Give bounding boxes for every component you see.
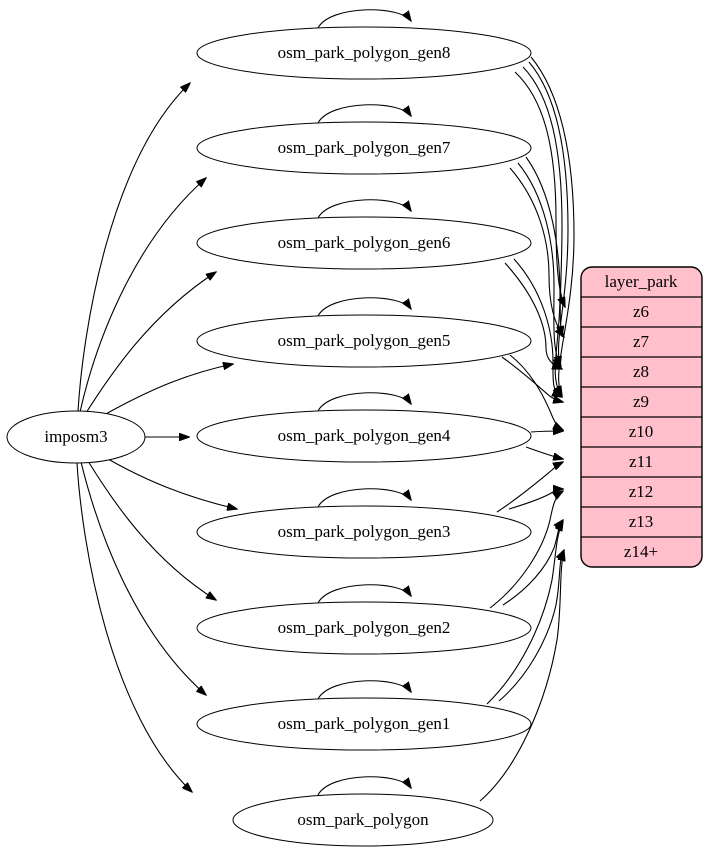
edge-gen8-to-z7 xyxy=(522,66,562,336)
ellipse-gen8[interactable] xyxy=(196,26,532,80)
node-label-gen8: osm_park_polygon_gen8 xyxy=(278,43,451,62)
edge-imposm3-to-gen7 xyxy=(79,178,206,413)
node-imposm3[interactable]: imposm3 xyxy=(6,410,146,464)
edge-gen7-to-z8 xyxy=(517,162,561,367)
node-osm_park_polygon_gen4[interactable]: osm_park_polygon_gen4 xyxy=(196,409,532,463)
layer-park-row-z14plus[interactable]: z14+ xyxy=(624,542,658,561)
edge-imposm3-to-polygon xyxy=(76,462,192,792)
node-label-gen7: osm_park_polygon_gen7 xyxy=(278,138,451,157)
self-loop-gen3 xyxy=(317,488,411,508)
ellipse-gen2[interactable] xyxy=(196,601,532,655)
edge-gen6-to-z8 xyxy=(504,262,562,369)
layer-park-row-z11[interactable]: z11 xyxy=(629,452,653,471)
node-label-gen6: osm_park_polygon_gen6 xyxy=(278,233,451,252)
edge-gen4-to-z10 xyxy=(530,431,563,432)
self-loops xyxy=(317,9,411,796)
edge-gen7-to-z7 xyxy=(509,167,564,337)
ellipse-gen7[interactable] xyxy=(196,121,532,175)
edge-gen4-to-z11 xyxy=(525,446,563,459)
node-osm_park_polygon_gen1[interactable]: osm_park_polygon_gen1 xyxy=(196,697,532,751)
ellipse-gen5[interactable] xyxy=(196,314,532,368)
node-label-polygon: osm_park_polygon xyxy=(297,810,429,829)
node-osm_park_polygon_gen6[interactable]: osm_park_polygon_gen6 xyxy=(196,216,532,270)
node-osm_park_polygon_gen3[interactable]: osm_park_polygon_gen3 xyxy=(196,505,532,559)
edge-gen3-to-z12 xyxy=(508,489,563,510)
ellipse-imposm3[interactable] xyxy=(6,410,146,464)
ellipse-gen4[interactable] xyxy=(196,409,532,463)
self-loop-polygon xyxy=(317,776,411,796)
edges-tables-to-layer xyxy=(479,56,575,802)
edge-imposm3-to-gen5 xyxy=(103,364,233,416)
node-label-gen2: osm_park_polygon_gen2 xyxy=(278,618,451,637)
node-label-gen3: osm_park_polygon_gen3 xyxy=(278,522,451,541)
edge-gen7-to-z9 xyxy=(525,156,562,396)
layer-park-row-z12[interactable]: z12 xyxy=(629,482,654,501)
layer-park-row-z6[interactable]: z6 xyxy=(633,302,649,321)
node-label-gen4: osm_park_polygon_gen4 xyxy=(278,426,451,445)
layer-park-row-z13[interactable]: z13 xyxy=(629,512,654,531)
node-osm_park_polygon[interactable]: osm_park_polygon xyxy=(232,793,494,847)
ellipse-gen3[interactable] xyxy=(196,505,532,559)
edge-imposm3-to-gen3 xyxy=(107,458,237,509)
node-label-gen5: osm_park_polygon_gen5 xyxy=(278,331,451,350)
layer-park-row-z8[interactable]: z8 xyxy=(633,362,649,381)
edge-imposm3-to-gen6 xyxy=(85,272,216,414)
ellipse-gen6[interactable] xyxy=(196,216,532,270)
ellipse-gen1[interactable] xyxy=(196,697,532,751)
self-loop-gen1 xyxy=(317,680,411,700)
ellipse-polygon[interactable] xyxy=(232,793,494,847)
edge-polygon-to-z14 xyxy=(479,551,564,802)
layer-park-row-z7[interactable]: z7 xyxy=(633,332,650,351)
edge-gen2-to-z12 xyxy=(489,491,563,609)
edge-gen3-to-z11 xyxy=(496,462,563,513)
self-loop-gen5 xyxy=(317,297,411,317)
edge-imposm3-to-gen8 xyxy=(77,83,190,412)
layer-park-row-z10[interactable]: z10 xyxy=(629,422,654,441)
self-loop-gen8 xyxy=(317,9,411,29)
edge-imposm3-to-gen1 xyxy=(80,461,206,695)
self-loop-gen6 xyxy=(317,199,411,219)
node-osm_park_polygon_gen5[interactable]: osm_park_polygon_gen5 xyxy=(196,314,532,368)
edge-gen1-to-z13 xyxy=(486,521,563,705)
node-osm_park_polygon_gen7[interactable]: osm_park_polygon_gen7 xyxy=(196,121,532,175)
layer-park-row-z9[interactable]: z9 xyxy=(633,392,649,411)
edge-gen1-to-z14 xyxy=(498,550,564,702)
edge-gen5-to-z9 xyxy=(501,356,563,402)
node-osm_park_polygon_gen2[interactable]: osm_park_polygon_gen2 xyxy=(196,601,532,655)
edge-gen6-to-z9 xyxy=(513,258,562,397)
self-loop-gen2 xyxy=(317,584,411,604)
node-osm_park_polygon_gen8[interactable]: osm_park_polygon_gen8 xyxy=(196,26,532,80)
layer-park-header-label: layer_park xyxy=(605,272,678,291)
self-loop-gen7 xyxy=(317,104,411,124)
node-layer_park[interactable]: layer_park z6 z7 z8 z9 z10 z11 z12 z13 z… xyxy=(580,266,703,568)
node-label-gen1: osm_park_polygon_gen1 xyxy=(278,714,451,733)
edges-source-to-tables xyxy=(76,83,237,792)
nodes-group: osm_park_polygon_gen8 osm_park_polygon_g… xyxy=(6,26,532,847)
node-label-imposm3: imposm3 xyxy=(44,427,107,446)
edge-imposm3-to-gen2 xyxy=(87,460,216,600)
self-loop-gen4 xyxy=(317,392,411,412)
